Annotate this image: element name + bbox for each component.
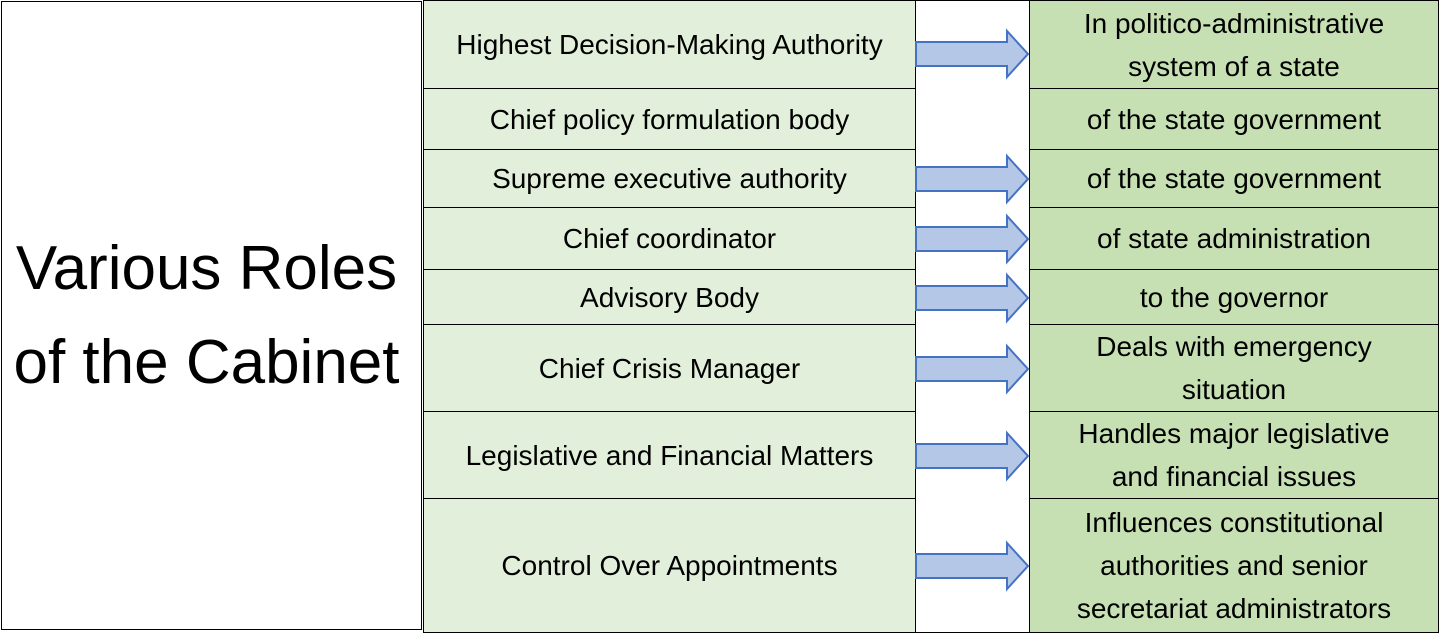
right-arrow-icon: [915, 540, 1030, 592]
role-box: Chief Crisis Manager: [423, 324, 916, 412]
description-box: of the state government: [1029, 88, 1439, 150]
arrow-shape: [915, 540, 1030, 592]
role-label: Legislative and Financial Matters: [465, 439, 874, 471]
description-box: Influences constitutional authorities an…: [1029, 498, 1439, 633]
description-text: Deals with emergency situation: [1096, 331, 1372, 405]
description-box: In politico-administrative system of a s…: [1029, 0, 1439, 89]
right-arrow-icon: [915, 213, 1030, 265]
role-label: Advisory Body: [580, 281, 759, 313]
description-text: of the state government: [1086, 163, 1382, 194]
arrow-shape: [915, 213, 1030, 265]
right-arrow-icon: [915, 153, 1030, 205]
arrow-shape: [915, 342, 1030, 395]
arrow-shape: [915, 153, 1030, 205]
right-arrow-icon: [915, 342, 1030, 395]
role-box: Chief coordinator: [423, 207, 916, 270]
role-label: Chief policy formulation body: [489, 103, 850, 135]
right-arrow-icon: [915, 429, 1030, 482]
description-text: Handles major legislative and financial …: [1078, 418, 1390, 492]
right-arrow-icon: [915, 271, 1030, 324]
description-text: of the state government: [1086, 103, 1382, 135]
diagram-title: Various Roles of the Cabinet: [13, 233, 400, 397]
arrow-shape: [915, 429, 1030, 482]
description-box: Deals with emergency situation: [1029, 324, 1439, 412]
role-label: Supreme executive authority: [492, 163, 847, 194]
role-box: Supreme executive authority: [423, 149, 916, 208]
role-box: Highest Decision-Making Authority: [423, 0, 916, 89]
role-box: Legislative and Financial Matters: [423, 411, 916, 499]
description-text: to the governor: [1139, 281, 1329, 313]
title-box: Various Roles of the Cabinet: [1, 1, 422, 630]
description-box: to the governor: [1029, 269, 1439, 325]
description-text: Influences constitutional authorities an…: [1076, 507, 1392, 624]
role-label: Control Over Appointments: [501, 550, 838, 581]
role-label: Highest Decision-Making Authority: [456, 29, 883, 60]
role-box: Advisory Body: [423, 269, 916, 325]
role-label: Chief Crisis Manager: [538, 352, 801, 384]
arrow-shape: [915, 28, 1030, 80]
description-box: of state administration: [1029, 207, 1439, 270]
description-text: of state administration: [1097, 223, 1371, 254]
right-arrow-icon: [915, 28, 1030, 80]
description-text: In politico-administrative system of a s…: [1083, 7, 1385, 82]
arrow-shape: [915, 271, 1030, 324]
role-label: Chief coordinator: [562, 223, 777, 254]
description-box: Handles major legislative and financial …: [1029, 411, 1439, 499]
role-box: Control Over Appointments: [423, 498, 916, 633]
role-box: Chief policy formulation body: [423, 88, 916, 150]
description-box: of the state government: [1029, 149, 1439, 208]
